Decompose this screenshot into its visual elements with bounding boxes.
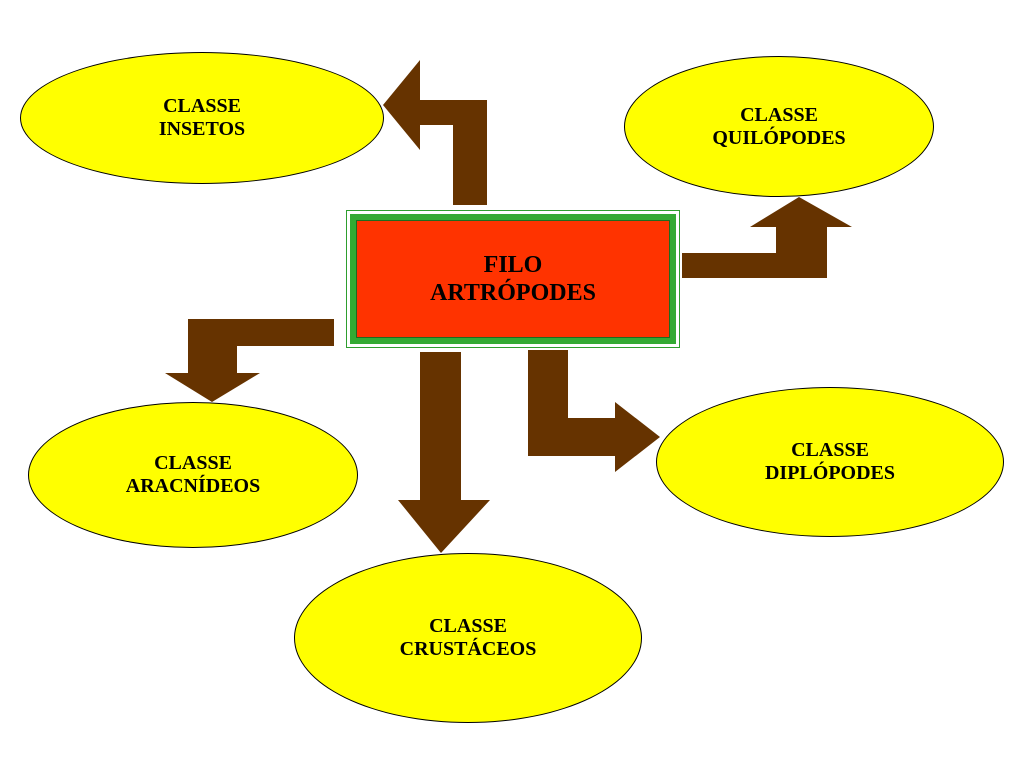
phylum-arthropoda-box: FILO ARTRÓPODES (356, 220, 670, 338)
class-insetos-line2: INSETOS (158, 118, 246, 140)
class-quilopodes-line2: QUILÓPODES (712, 126, 846, 149)
class-insetos-node: CLASSE INSETOS (20, 52, 384, 184)
class-aracnideos-node: CLASSE ARACNÍDEOS (28, 402, 358, 548)
arrow-to-crustaceos (398, 352, 490, 553)
phylum-line1: FILO (483, 252, 543, 278)
class-diplopodes-node: CLASSE DIPLÓPODES (656, 387, 1004, 537)
class-crustaceos-line2: CRUSTÁCEOS (399, 638, 537, 660)
class-diplopodes-line2: DIPLÓPODES (764, 462, 896, 484)
arrow-to-insetos (383, 60, 487, 205)
class-aracnideos-line1: CLASSE (154, 452, 232, 474)
class-crustaceos-line1: CLASSE (429, 615, 507, 637)
phylum-arthropoda-node: FILO ARTRÓPODES (346, 210, 680, 348)
class-insetos-line1: CLASSE (163, 95, 241, 117)
class-quilopodes-node: CLASSE QUILÓPODES (624, 56, 934, 197)
class-diplopodes-line1: CLASSE (791, 439, 869, 461)
class-aracnideos-line2: ARACNÍDEOS (125, 475, 261, 497)
phylum-line2: ARTRÓPODES (430, 280, 596, 306)
class-quilopodes-line1: CLASSE (740, 103, 818, 126)
arrow-to-quilopodes (682, 197, 852, 278)
arrow-to-aracnideos (165, 319, 334, 402)
arrow-to-diplopodes (528, 350, 660, 472)
class-crustaceos-node: CLASSE CRUSTÁCEOS (294, 553, 642, 723)
